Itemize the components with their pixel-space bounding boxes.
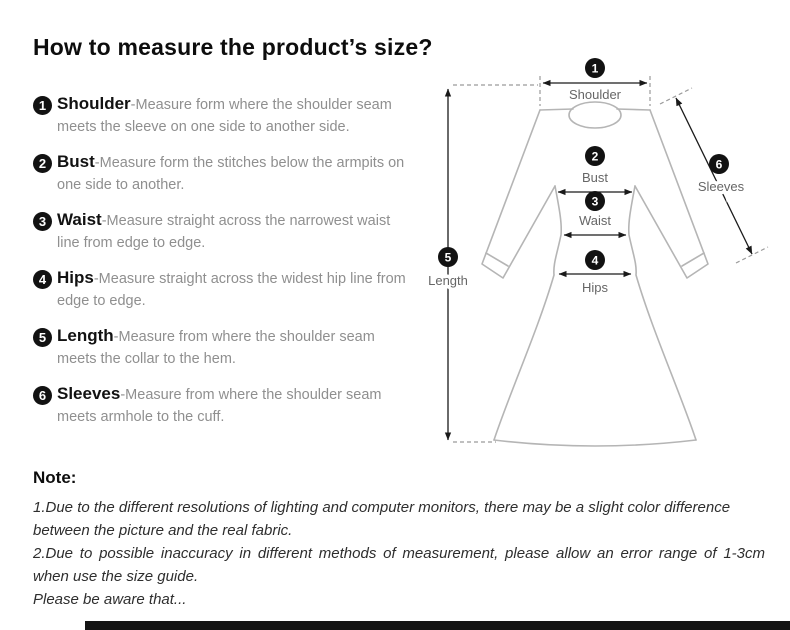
item-description: -Measure from where the shoulder seam me… bbox=[57, 387, 382, 425]
waist-badge bbox=[585, 191, 605, 211]
measure-item-waist: 3 Waist-Measure straight across the narr… bbox=[33, 209, 413, 254]
sleeves-badge bbox=[709, 154, 729, 174]
sleeves-guide-lines bbox=[659, 87, 769, 264]
sleeves-diagram-label: Sleeves bbox=[698, 179, 745, 194]
item-label: Sleeves bbox=[57, 384, 121, 403]
cuff-lines bbox=[485, 252, 705, 267]
note-line-1: 1.Due to the different resolutions of li… bbox=[33, 499, 731, 539]
item-text: Bust-Measure form the stitches below the… bbox=[57, 151, 413, 196]
measure-item-length: 5 Length-Measure from where the shoulder… bbox=[33, 325, 413, 370]
item-label: Waist bbox=[57, 210, 102, 229]
measure-item-hips: 4 Hips-Measure straight across the wides… bbox=[33, 267, 413, 312]
dress-measurement-diagram: 1 Shoulder 2 Bust 3 Waist 4 bbox=[418, 52, 780, 472]
item-text: Waist-Measure straight across the narrow… bbox=[57, 209, 413, 254]
item-number-badge: 5 bbox=[33, 328, 52, 347]
right-body-outline bbox=[627, 185, 697, 441]
bust-badge-number: 2 bbox=[592, 150, 599, 164]
hem-outline bbox=[493, 439, 697, 447]
right-sleeve-outline bbox=[634, 109, 709, 279]
length-badge bbox=[438, 247, 458, 267]
shoulder-badge-number: 1 bbox=[592, 62, 599, 76]
hips-annotation: 4 Hips bbox=[558, 250, 632, 299]
measure-item-sleeves: 6 Sleeves-Measure from where the shoulde… bbox=[33, 383, 413, 428]
sleeves-annotation: 6 Sleeves bbox=[659, 87, 769, 264]
hips-badge bbox=[585, 250, 605, 270]
length-diagram-label: Length bbox=[428, 273, 468, 288]
item-text: Length-Measure from where the shoulder s… bbox=[57, 325, 413, 370]
item-description: -Measure straight across the narrowest w… bbox=[57, 213, 391, 251]
left-body-outline bbox=[493, 185, 563, 441]
item-text: Shoulder-Measure form where the shoulder… bbox=[57, 93, 413, 138]
item-label: Shoulder bbox=[57, 94, 131, 113]
shoulder-annotation: 1 Shoulder bbox=[539, 58, 651, 106]
item-number-badge: 3 bbox=[33, 212, 52, 231]
item-description: -Measure form the stitches below the arm… bbox=[57, 155, 405, 193]
item-label: Hips bbox=[57, 268, 94, 287]
length-guide-lines bbox=[453, 84, 538, 443]
item-number-badge: 1 bbox=[33, 96, 52, 115]
hips-diagram-label: Hips bbox=[582, 280, 609, 295]
note-section: Note: 1.Due to the different resolutions… bbox=[33, 468, 765, 611]
length-badge-number: 5 bbox=[445, 251, 452, 265]
sleeves-badge-number: 6 bbox=[716, 158, 723, 172]
measure-item-shoulder: 1 Shoulder-Measure form where the should… bbox=[33, 93, 413, 138]
shoulder-diagram-label: Shoulder bbox=[569, 87, 622, 102]
item-number-badge: 4 bbox=[33, 270, 52, 289]
dress-diagram-svg: 1 Shoulder 2 Bust 3 Waist 4 bbox=[425, 58, 769, 447]
item-number-badge: 2 bbox=[33, 154, 52, 173]
bust-diagram-label: Bust bbox=[582, 170, 608, 185]
bust-badge bbox=[585, 146, 605, 166]
measurement-instructions-list: 1 Shoulder-Measure form where the should… bbox=[33, 93, 413, 428]
item-number-badge: 6 bbox=[33, 386, 52, 405]
note-heading: Note: bbox=[33, 468, 77, 487]
waist-badge-number: 3 bbox=[592, 195, 599, 209]
note-line-2: 2.Due to possible inaccuracy in differen… bbox=[33, 545, 765, 585]
shoulder-guide-lines bbox=[539, 76, 651, 106]
item-text: Sleeves-Measure from where the shoulder … bbox=[57, 383, 413, 428]
waist-annotation: 3 Waist bbox=[563, 191, 627, 239]
hips-badge-number: 4 bbox=[592, 254, 599, 268]
note-line-3: Please be aware that... bbox=[33, 591, 187, 608]
item-label: Length bbox=[57, 326, 114, 345]
dress-outline-drawing bbox=[481, 101, 709, 447]
footer-divider-bar bbox=[85, 621, 790, 630]
sleeves-arrow bbox=[675, 97, 753, 255]
shoulder-badge bbox=[585, 58, 605, 78]
item-description: -Measure from where the shoulder seam me… bbox=[57, 329, 375, 367]
bust-annotation: 2 Bust bbox=[557, 146, 633, 196]
left-sleeve-outline bbox=[481, 109, 556, 279]
item-description: -Measure form where the shoulder seam me… bbox=[57, 97, 392, 135]
shoulder-seams bbox=[539, 108, 651, 111]
item-text: Hips-Measure straight across the widest … bbox=[57, 267, 413, 312]
measure-item-bust: 2 Bust-Measure form the stitches below t… bbox=[33, 151, 413, 196]
item-label: Bust bbox=[57, 152, 95, 171]
item-description: -Measure straight across the widest hip … bbox=[57, 271, 406, 309]
collar-outline bbox=[568, 101, 622, 129]
length-annotation: 5 Length bbox=[425, 84, 538, 443]
page-title: How to measure the product’s size? bbox=[33, 34, 433, 60]
waist-diagram-label: Waist bbox=[579, 213, 611, 228]
